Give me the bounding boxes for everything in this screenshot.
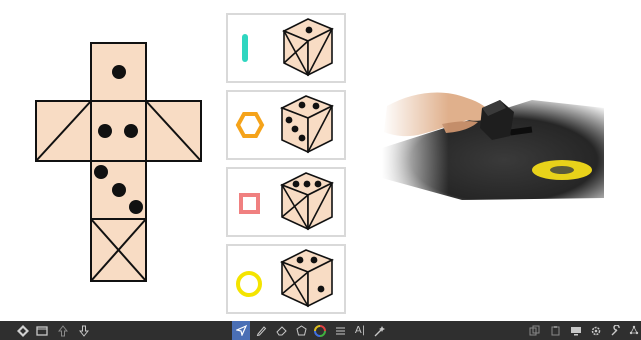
lines-icon[interactable]: [331, 321, 349, 340]
yellow-circle-icon: [238, 273, 260, 295]
bottom-toolbar: A|: [0, 321, 641, 340]
option-1-graphic: [228, 15, 344, 81]
option-card-1[interactable]: [226, 13, 346, 83]
net-pip: [94, 165, 108, 179]
text-icon[interactable]: A|: [351, 321, 369, 340]
more-icon[interactable]: [625, 321, 641, 340]
cube-pip: [292, 126, 299, 133]
option-card-4[interactable]: [226, 244, 346, 314]
eraser-icon[interactable]: [272, 321, 290, 340]
cube-pip: [297, 257, 304, 264]
cube-pip: [313, 103, 320, 110]
pen-icon[interactable]: [252, 321, 270, 340]
option-card-3[interactable]: [226, 167, 346, 237]
settings-icon[interactable]: [587, 321, 605, 340]
net-pip: [112, 65, 126, 79]
cube-pip: [299, 135, 306, 142]
die-net: [0, 0, 220, 300]
option-card-2[interactable]: [226, 90, 346, 160]
net-pip: [98, 124, 112, 138]
select-icon[interactable]: [232, 321, 250, 340]
option-2-graphic: [228, 92, 344, 158]
cube-pip: [306, 27, 313, 34]
copy-icon[interactable]: [525, 321, 543, 340]
cube-pip: [286, 117, 293, 124]
net-pip: [112, 183, 126, 197]
arrow-down-icon[interactable]: [75, 321, 93, 340]
pink-square-icon: [241, 195, 258, 212]
magic-icon[interactable]: [371, 321, 389, 340]
photo-hand-dropping-die: [382, 78, 604, 208]
cube-pip: [311, 257, 318, 264]
logo-icon[interactable]: [14, 321, 32, 340]
shape-icon[interactable]: [292, 321, 310, 340]
cube-pip: [304, 181, 311, 188]
option-4-graphic: [228, 246, 344, 312]
cube-pip: [318, 286, 325, 293]
cube-pip: [299, 102, 306, 109]
net-pip: [129, 200, 143, 214]
arrow-up-icon[interactable]: [54, 321, 72, 340]
color-icon[interactable]: [311, 321, 329, 340]
window-icon[interactable]: [33, 321, 51, 340]
orange-hexagon-icon: [238, 114, 262, 136]
tools-icon[interactable]: [607, 321, 625, 340]
cube-pip: [293, 181, 300, 188]
net-pip: [124, 124, 138, 138]
screen-icon[interactable]: [567, 321, 585, 340]
paste-icon[interactable]: [546, 321, 564, 340]
cube-pip: [315, 181, 322, 188]
teal-bar-icon: [242, 34, 248, 62]
option-3-graphic: [228, 169, 344, 235]
